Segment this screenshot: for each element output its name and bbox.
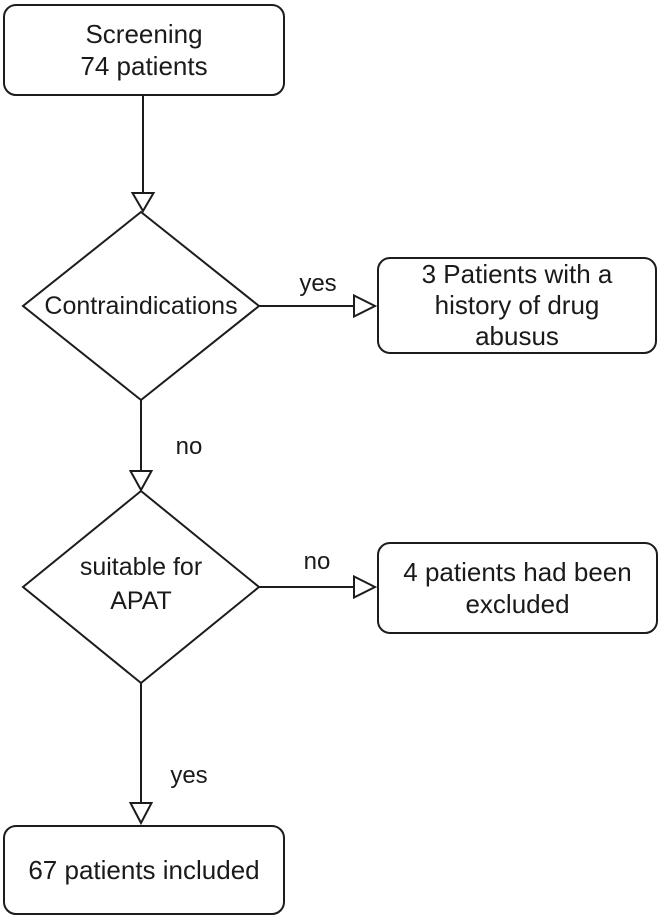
arrowhead-right-drug-abuse (353, 293, 378, 319)
node-drug-abuse-line-3: abusus (475, 321, 559, 351)
node-included: 67 patients included (3, 825, 285, 915)
node-included-line-1: 67 patients included (28, 855, 260, 885)
edge-label-yes-included: yes (168, 762, 210, 789)
edge-label-no-apat: no (173, 433, 205, 460)
edge-label-yes-drug-abuse: yes (297, 270, 339, 297)
node-excluded-line-1: 4 patients had been (403, 557, 632, 587)
node-excluded: 4 patients had been excluded (377, 542, 658, 634)
node-screening-line-1: Screening (85, 19, 203, 49)
arrowhead-down-contraindications (130, 192, 156, 213)
node-drug-abuse: 3 Patients with a history of drug abusus (377, 257, 657, 354)
node-apat-line-1: suitable for (79, 553, 203, 581)
node-contraindications-label: Contraindications (44, 289, 237, 323)
edge-label-no-excluded: no (301, 548, 333, 575)
arrowhead-down-included (128, 802, 154, 826)
node-apat-label: suitable for APAT (80, 550, 202, 618)
arrowhead-right-excluded (353, 574, 378, 600)
arrowhead-down-apat (128, 470, 154, 493)
node-screening-line-2: 74 patients (80, 51, 208, 81)
node-drug-abuse-line-1: 3 Patients with a (421, 259, 613, 289)
node-apat-line-2: APAT (110, 587, 172, 615)
node-contraindications-line-1: Contraindications (44, 292, 238, 320)
node-screening: Screening 74 patients (3, 4, 285, 96)
node-excluded-line-2: excluded (465, 589, 570, 619)
node-drug-abuse-line-2: history of drug (434, 290, 600, 320)
